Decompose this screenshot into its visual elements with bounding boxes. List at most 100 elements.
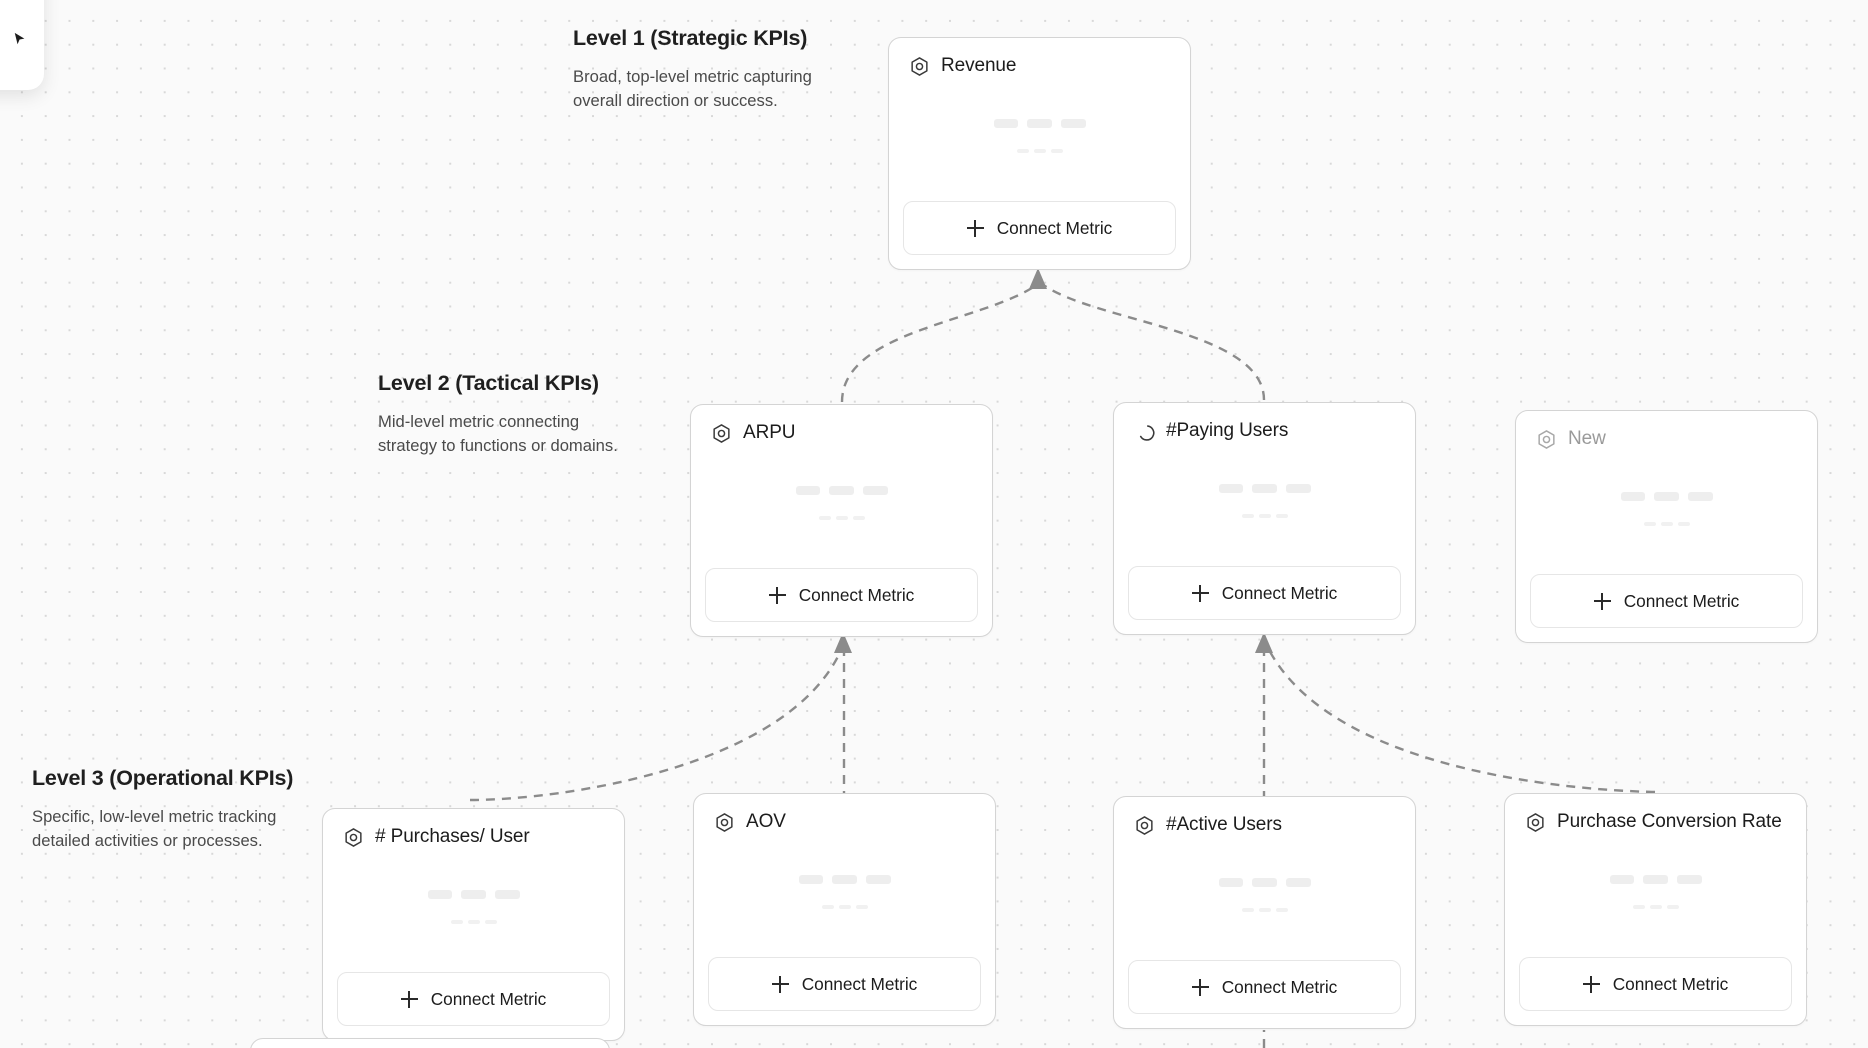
card-header: #Active Users [1114, 797, 1415, 836]
connect-metric-label: Connect Metric [1221, 582, 1338, 603]
skeleton-bar [1026, 119, 1052, 128]
skeleton-bar [1060, 119, 1086, 128]
skeleton-bar [1218, 484, 1243, 493]
floating-toolbar-panel[interactable] [0, 0, 44, 90]
skeleton-bar [1050, 149, 1063, 153]
card-title: Revenue [941, 55, 1017, 76]
hexagon-metric-icon [1136, 815, 1153, 835]
plus-icon [768, 586, 786, 604]
connect-metric-button[interactable]: Connect Metric [337, 972, 610, 1026]
skeleton-row-secondary [1643, 522, 1690, 526]
card-header: ARPU [691, 405, 992, 444]
connect-metric-button[interactable]: Connect Metric [1519, 957, 1792, 1011]
plus-icon [1593, 592, 1611, 610]
metric-card-purchase-conversion-rate[interactable]: Purchase Conversion Rate Connect Metric [1504, 793, 1807, 1026]
connect-metric-button[interactable]: Connect Metric [1128, 960, 1401, 1014]
skeleton-bar [1258, 908, 1271, 912]
skeleton-bar [1620, 492, 1645, 501]
metric-card-aov[interactable]: AOV Connect Metric [693, 793, 996, 1026]
level-1-description: Broad, top-level metric capturing overal… [573, 67, 812, 110]
hexagon-metric-icon [713, 423, 730, 443]
connect-metric-button[interactable]: Connect Metric [708, 957, 981, 1011]
skeleton-bar [1275, 908, 1288, 912]
card-placeholder-body [694, 833, 995, 957]
level-3-title: Level 3 (Operational KPIs) [32, 766, 294, 790]
connect-metric-button[interactable]: Connect Metric [1530, 574, 1803, 628]
skeleton-bar [1677, 522, 1690, 526]
card-placeholder-body [323, 848, 624, 972]
skeleton-bar [1285, 484, 1311, 493]
skeleton-row-primary [795, 486, 888, 495]
plus-icon [1582, 975, 1600, 993]
skeleton-bar [460, 890, 486, 899]
connect-metric-button[interactable]: Connect Metric [903, 201, 1176, 255]
skeleton-bar [1258, 514, 1271, 518]
card-header: #Paying Users [1114, 403, 1415, 442]
card-title: New [1568, 428, 1606, 449]
plus-icon [771, 975, 789, 993]
skeleton-row-primary [1620, 492, 1713, 501]
plus-icon [400, 990, 418, 1008]
skeleton-bar [828, 486, 854, 495]
skeleton-bar [1609, 875, 1634, 884]
skeleton-row-primary [1218, 878, 1311, 887]
card-header: AOV [694, 794, 995, 833]
level-2-label-group: Level 2 (Tactical KPIs) Mid-level metric… [378, 371, 633, 458]
edge-purchases-to-arpu [469, 647, 844, 802]
skeleton-bar [1643, 522, 1656, 526]
skeleton-row-secondary [818, 516, 865, 520]
skeleton-bar [1241, 908, 1254, 912]
skeleton-bar [1241, 514, 1254, 518]
connect-metric-button[interactable]: Connect Metric [705, 568, 978, 622]
metric-card-purchases-per-user[interactable]: # Purchases/ User Connect Metric [322, 808, 625, 1041]
skeleton-bar [798, 875, 823, 884]
card-title: #Paying Users [1166, 420, 1289, 441]
metric-card-arpu[interactable]: ARPU Connect Metric [690, 404, 993, 637]
connect-metric-label: Connect Metric [1612, 973, 1729, 994]
skeleton-bar [1687, 492, 1713, 501]
level-2-title: Level 2 (Tactical KPIs) [378, 371, 599, 395]
skeleton-bar [821, 905, 834, 909]
edge-paying-users-to-revenue [1041, 283, 1266, 401]
level-3-description: Specific, low-level metric tracking deta… [32, 807, 277, 850]
skeleton-bar [1033, 149, 1046, 153]
hexagon-metric-icon [1527, 812, 1544, 832]
metric-card-active-users[interactable]: #Active Users Connect Metric [1113, 796, 1416, 1029]
metric-card-offscreen-bottom[interactable] [250, 1038, 610, 1048]
skeleton-bar [494, 890, 520, 899]
skeleton-bar [838, 905, 851, 909]
skeleton-bar [467, 920, 480, 924]
card-placeholder-body [1505, 833, 1806, 957]
level-3-label-group: Level 3 (Operational KPIs) Specific, low… [32, 766, 293, 853]
hexagon-metric-icon [1538, 429, 1555, 449]
skeleton-bar [1251, 878, 1277, 887]
skeleton-bar [1251, 484, 1277, 493]
edge-conv-rate-to-paying-users [1266, 647, 1656, 794]
connect-metric-label: Connect Metric [430, 988, 547, 1009]
skeleton-bar [993, 119, 1018, 128]
card-title: #Active Users [1166, 814, 1282, 835]
skeleton-bar [450, 920, 463, 924]
card-placeholder-body [691, 444, 992, 568]
plus-icon [1191, 584, 1209, 602]
metric-card-revenue[interactable]: Revenue Connect Metric [888, 37, 1191, 270]
level-2-description: Mid-level metric connecting strategy to … [378, 412, 618, 455]
skeleton-row-primary [1609, 875, 1702, 884]
skeleton-row-secondary [821, 905, 868, 909]
skeleton-bar [484, 920, 497, 924]
connect-metric-button[interactable]: Connect Metric [1128, 566, 1401, 620]
metric-card-new[interactable]: New Connect Metric [1515, 410, 1818, 643]
skeleton-bar [1660, 522, 1673, 526]
connect-metric-label: Connect Metric [1623, 590, 1740, 611]
card-placeholder-body [1114, 836, 1415, 960]
skeleton-bar [1632, 905, 1645, 909]
skeleton-bar [1653, 492, 1679, 501]
metric-card-paying-users[interactable]: #Paying Users Connect Metric [1113, 402, 1416, 635]
skeleton-row-primary [798, 875, 891, 884]
hexagon-metric-icon [911, 56, 928, 76]
edge-arpu-to-revenue [840, 283, 1039, 403]
skeleton-row-secondary [1632, 905, 1679, 909]
connect-metric-label: Connect Metric [996, 217, 1113, 238]
card-header: # Purchases/ User [323, 809, 624, 848]
